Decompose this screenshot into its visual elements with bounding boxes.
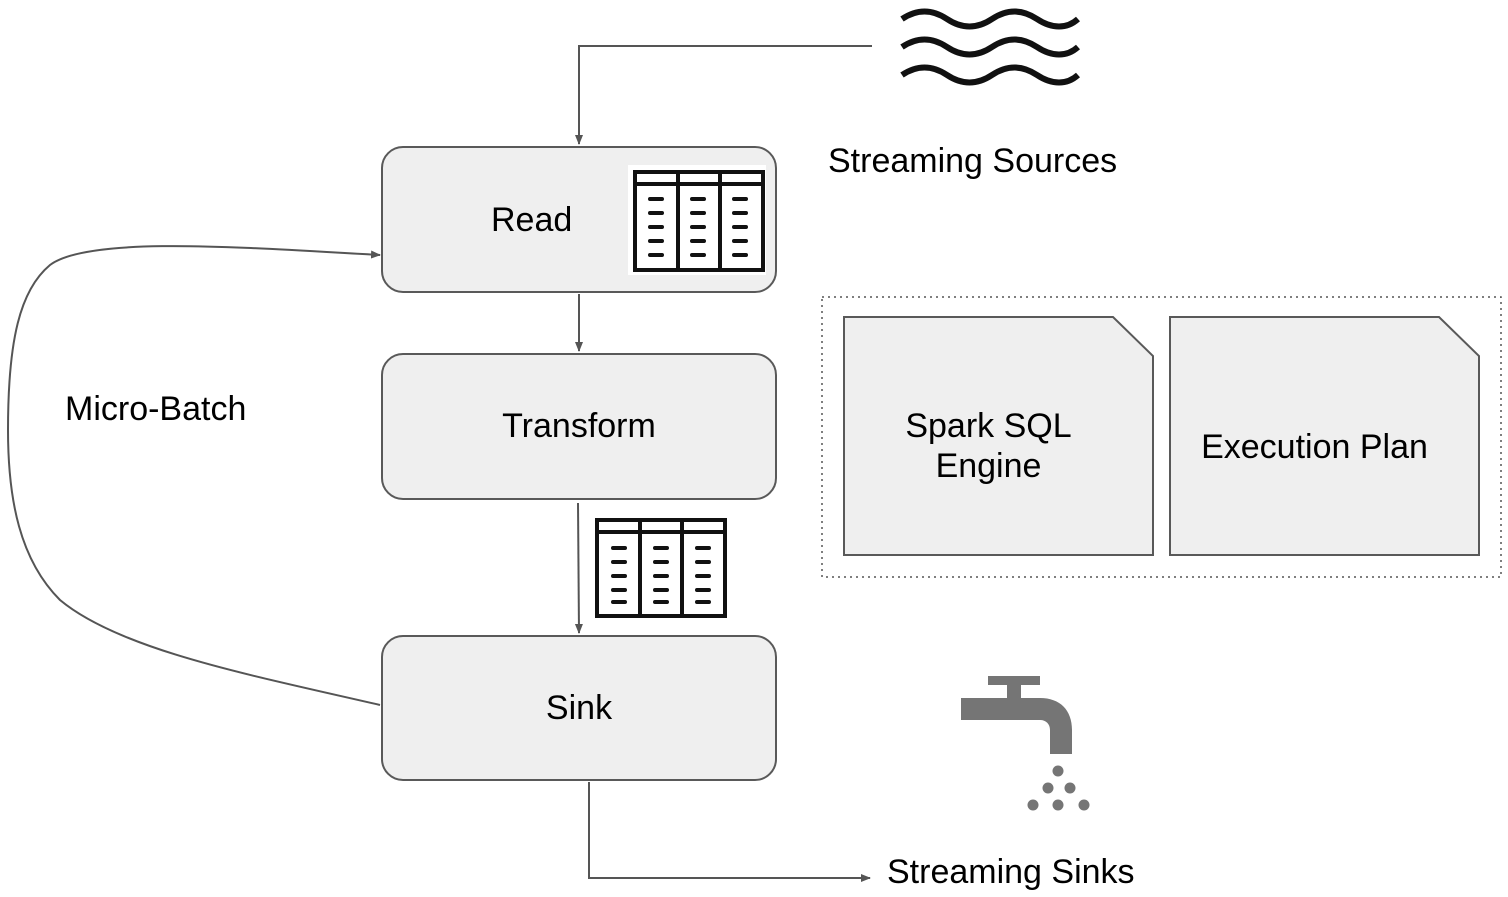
spark-sql-engine-shape (843, 316, 1154, 556)
read-label: Read (491, 201, 573, 239)
micro-batch-label: Micro-Batch (65, 390, 247, 428)
execution-plan-label: Execution Plan (1201, 428, 1428, 466)
faucet-icon (961, 676, 1090, 811)
streaming-sources-label: Streaming Sources (828, 142, 1118, 180)
table-icon (628, 165, 766, 275)
spark-sql-line-1: Spark SQL (905, 407, 1072, 445)
sink-to-streaming-sinks-arrow (588, 782, 871, 882)
source-to-read-arrow (575, 45, 872, 145)
sink-node: Sink (381, 635, 777, 781)
execution-plan-shape (1169, 316, 1480, 556)
table-icon (595, 518, 727, 618)
transform-label: Transform (502, 407, 656, 445)
spark-sql-engine-label: Spark SQL Engine (844, 406, 1133, 486)
micro-batch-loop-arrow (6, 245, 381, 706)
waves-icon (900, 8, 1080, 86)
streaming-sinks-label: Streaming Sinks (887, 853, 1135, 891)
transform-to-sink-arrow (574, 502, 583, 634)
spark-sql-line-2: Engine (935, 447, 1042, 485)
sink-label: Sink (545, 688, 613, 727)
engine-container (821, 296, 1502, 578)
transform-node: Transform (381, 353, 777, 500)
